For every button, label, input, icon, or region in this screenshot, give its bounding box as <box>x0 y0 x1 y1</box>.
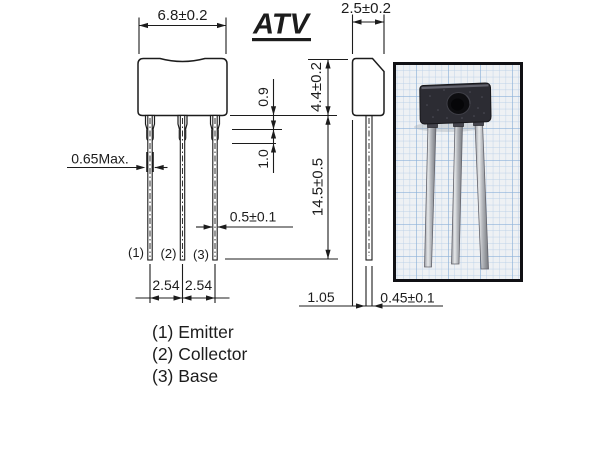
arrowhead <box>270 129 277 139</box>
arrowhead <box>325 59 331 69</box>
side-package-body <box>351 57 385 117</box>
arrowhead <box>270 143 277 153</box>
arrowhead <box>270 120 277 130</box>
arrowhead <box>325 106 331 116</box>
arrowhead <box>325 249 331 259</box>
pitch-2-label: 2.54 <box>185 277 212 293</box>
arrowhead <box>373 303 383 309</box>
front-body-width-label: 6.8±0.2 <box>158 7 208 24</box>
arrowhead <box>206 295 215 301</box>
lead-thickness-label: 0.45±0.1 <box>380 290 435 306</box>
arrowhead <box>173 295 183 301</box>
photo-body-hole-center <box>451 98 464 111</box>
lead-crimp-label: 1.0 <box>255 149 271 169</box>
side-view <box>351 57 385 261</box>
lead-shoulder-label: 0.9 <box>255 87 271 107</box>
arrowhead <box>150 295 159 301</box>
arrowhead <box>352 19 362 25</box>
arrowhead <box>375 19 384 25</box>
lead-width-max-label: 0.65Max. <box>71 151 129 167</box>
front-lead-1 <box>144 114 156 261</box>
pin-3-label: (3) <box>193 247 209 262</box>
arrowhead <box>139 22 148 29</box>
body-height-label: 4.4±0.2 <box>308 62 325 112</box>
photo-body-texture <box>426 89 485 119</box>
lead-width-label: 0.5±0.1 <box>230 209 277 225</box>
lead-offset-dimension <box>299 120 443 307</box>
pin-1-label: (1) <box>128 245 144 260</box>
lead-width-max-dimension: 0.65Max. <box>67 151 168 171</box>
side-lead <box>365 114 373 261</box>
photo-body-top-bevel <box>421 84 489 90</box>
pitch-1-label: 2.54 <box>152 277 179 293</box>
side-thickness-dimension <box>351 14 385 54</box>
lead-width-dimension: 0.5±0.1 <box>196 209 293 230</box>
front-width-dimension <box>138 17 227 54</box>
arrowhead <box>270 106 277 116</box>
legend-collector: (2) Collector <box>152 344 247 364</box>
arrowhead <box>217 22 226 29</box>
page-title: ATV <box>252 9 312 41</box>
arrowhead <box>182 295 192 301</box>
pin-2-label: (2) <box>161 246 177 261</box>
lead-width-gauge-mark <box>151 152 154 172</box>
legend-emitter: (1) Emitter <box>152 322 234 342</box>
lead-edge-offset-label: 1.05 <box>307 289 334 305</box>
title-underline <box>252 38 311 42</box>
legend-base: (3) Base <box>152 366 218 386</box>
pin-legend: (1) Emitter (2) Collector (3) Base <box>152 322 247 386</box>
front-package-body <box>137 57 228 117</box>
side-thickness-label: 2.5±0.2 <box>341 0 391 17</box>
arrowhead <box>325 115 331 125</box>
arrowhead <box>356 303 365 309</box>
lead-width-gauge-mark <box>146 152 149 172</box>
front-lead-2 <box>177 114 188 261</box>
photo-hole-highlight <box>466 95 471 105</box>
lead-length-dimension <box>225 115 338 260</box>
component-photo <box>393 62 523 282</box>
lead-pitch-dimension <box>135 264 230 303</box>
front-lead-3 <box>209 114 221 261</box>
lead-length-label: 14.5±0.5 <box>310 158 327 216</box>
